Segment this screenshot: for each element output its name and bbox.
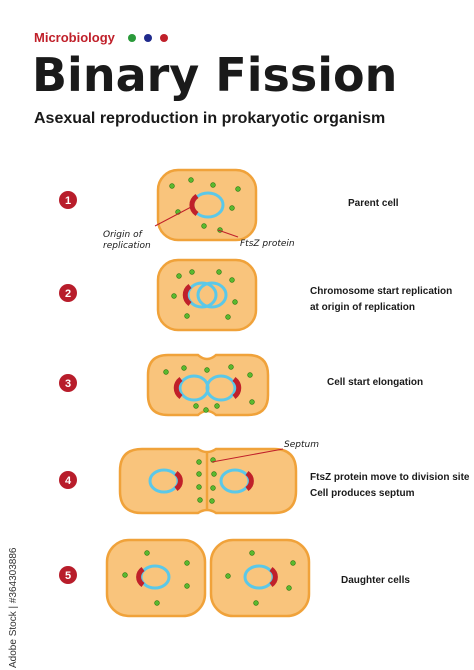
stage-number-1: 1 (65, 195, 71, 207)
stage-2-description: Chromosome start replication at origin o… (310, 286, 453, 313)
stock-id-watermark: Adobe Stock | #364303886 (8, 547, 19, 668)
origin-of-replication-label: Origin of replication (103, 230, 151, 251)
ftsz-protein-label: FtsZ protein (240, 239, 295, 249)
page-subtitle: Asexual reproduction in prokaryotic orga… (34, 110, 386, 127)
stage-number-3: 3 (65, 378, 71, 390)
stage-1-description: Parent cell (348, 198, 399, 209)
stage-number-4: 4 (65, 475, 72, 487)
stage-badge-5: 5 (59, 566, 77, 584)
stage-5-cell-left (105, 538, 207, 618)
stage-4-cell (118, 447, 298, 515)
stage-5-cell-right (209, 538, 311, 618)
septum-pointer-line (211, 448, 284, 463)
stage-4-description: FtsZ protein move to division site Cell … (310, 472, 470, 499)
stage-badge-2: 2 (59, 284, 77, 302)
category-dot-green (128, 34, 136, 42)
stage-5-description: Daughter cells (341, 575, 410, 586)
stage-badge-4: 4 (59, 471, 77, 489)
category-dot-red (160, 34, 168, 42)
stage-number-2: 2 (65, 288, 71, 300)
origin-pointer-line (154, 205, 194, 227)
septum-label: Septum (284, 440, 319, 450)
page-title: Binary Fission (32, 48, 398, 102)
category-label: Microbiology (34, 30, 115, 45)
category-dot-blue (144, 34, 152, 42)
stage-2-cell (156, 258, 258, 332)
stage-3-description: Cell start elongation (327, 377, 424, 388)
stage-badge-3: 3 (59, 374, 77, 392)
stage-1-cell (156, 168, 258, 242)
ftsz-pointer-line (217, 229, 239, 238)
stock-id-text: Adobe Stock | #364303886 (8, 547, 19, 668)
stage-3-cell (146, 353, 270, 417)
stage-number-5: 5 (65, 570, 71, 582)
stage-badge-1: 1 (59, 191, 77, 209)
